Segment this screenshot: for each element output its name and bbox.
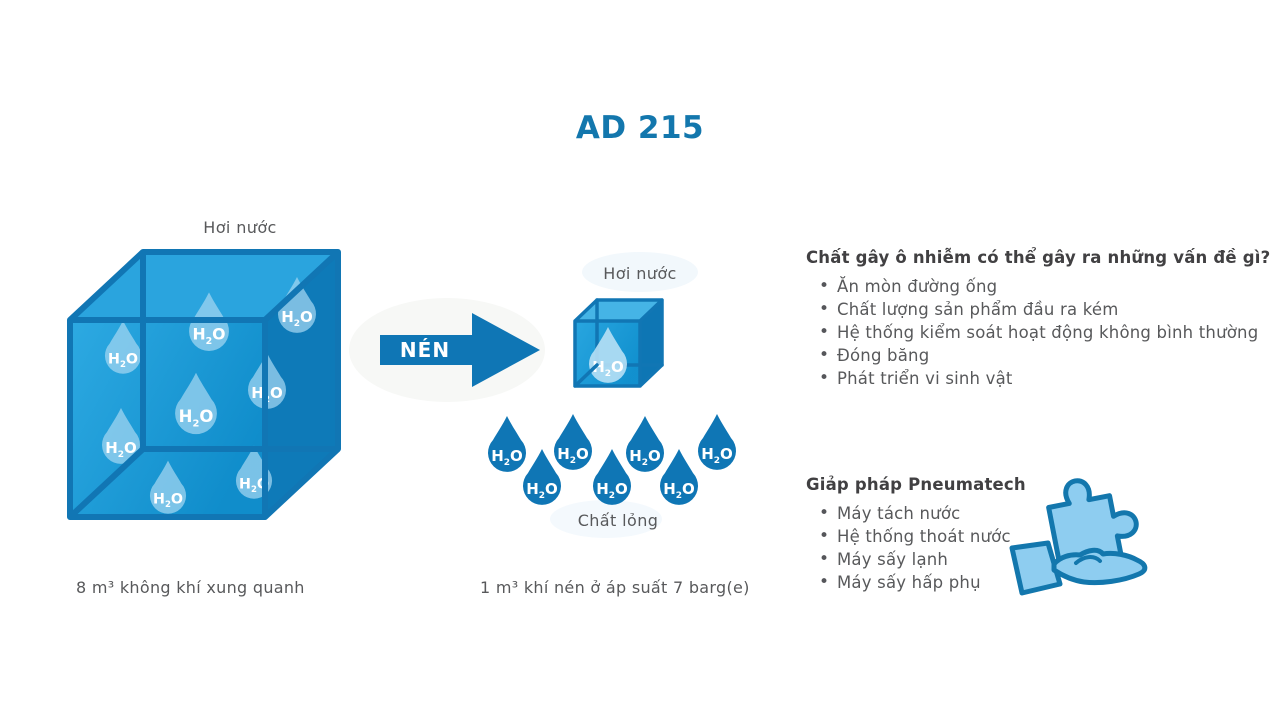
thumb-line [1074,555,1102,565]
hand-puzzle-icon [1009,478,1148,596]
list-item: Phát triển vi sinh vật [806,367,1270,390]
list-item: Đóng băng [806,344,1270,367]
list-item: Máy tách nước [806,502,1026,525]
background-blob [582,252,698,292]
solutions-heading: Giảp pháp Pneumatech [806,475,1026,494]
cube-edges [67,249,341,520]
list-item: Ăn mòn đường ống [806,275,1270,298]
list-item: Hệ thống kiểm soát hoạt động không bình … [806,321,1270,344]
big-cube [67,249,341,520]
solutions-section: Giảp pháp Pneumatech Máy tách nước Hệ th… [806,474,1026,594]
hand-icon [1051,547,1148,586]
small-cube [573,298,664,388]
liquid-droplets [488,414,736,505]
list-item: Hệ thống thoát nước [806,525,1026,548]
cube-top-face [70,252,338,320]
page-title: AD 215 [575,110,705,146]
list-item: Chất lượng sản phẩm đầu ra kém [806,298,1270,321]
liquid-label: Chất lỏng [577,511,659,530]
list-item: Máy sấy lạnh [806,548,1026,571]
problems-heading: Chất gây ô nhiễm có thể gây ra những vấn… [806,248,1271,267]
vapor-label-big: Hơi nước [203,218,277,237]
list-item: Máy sấy hấp phụ [806,571,1026,594]
background-blob [550,500,662,538]
compress-arrow: NÉN [380,313,540,387]
puzzle-piece-icon [1046,478,1139,571]
solutions-list: Máy tách nước Hệ thống thoát nước Máy sấ… [806,502,1026,594]
compress-arrow-label: NÉN [400,338,450,362]
problems-list: Ăn mòn đường ống Chất lượng sản phẩm đầu… [806,275,1270,390]
ambient-air-caption: 8 m³ không khí xung quanh [76,578,305,597]
arrow-shape [380,313,540,387]
cube-edges [573,298,664,388]
problems-section: Chất gây ô nhiễm có thể gây ra những vấn… [806,247,1270,390]
vapor-label-small: Hơi nước [603,264,677,283]
compressed-air-caption: 1 m³ khí nén ở áp suất 7 barg(e) [480,578,750,597]
